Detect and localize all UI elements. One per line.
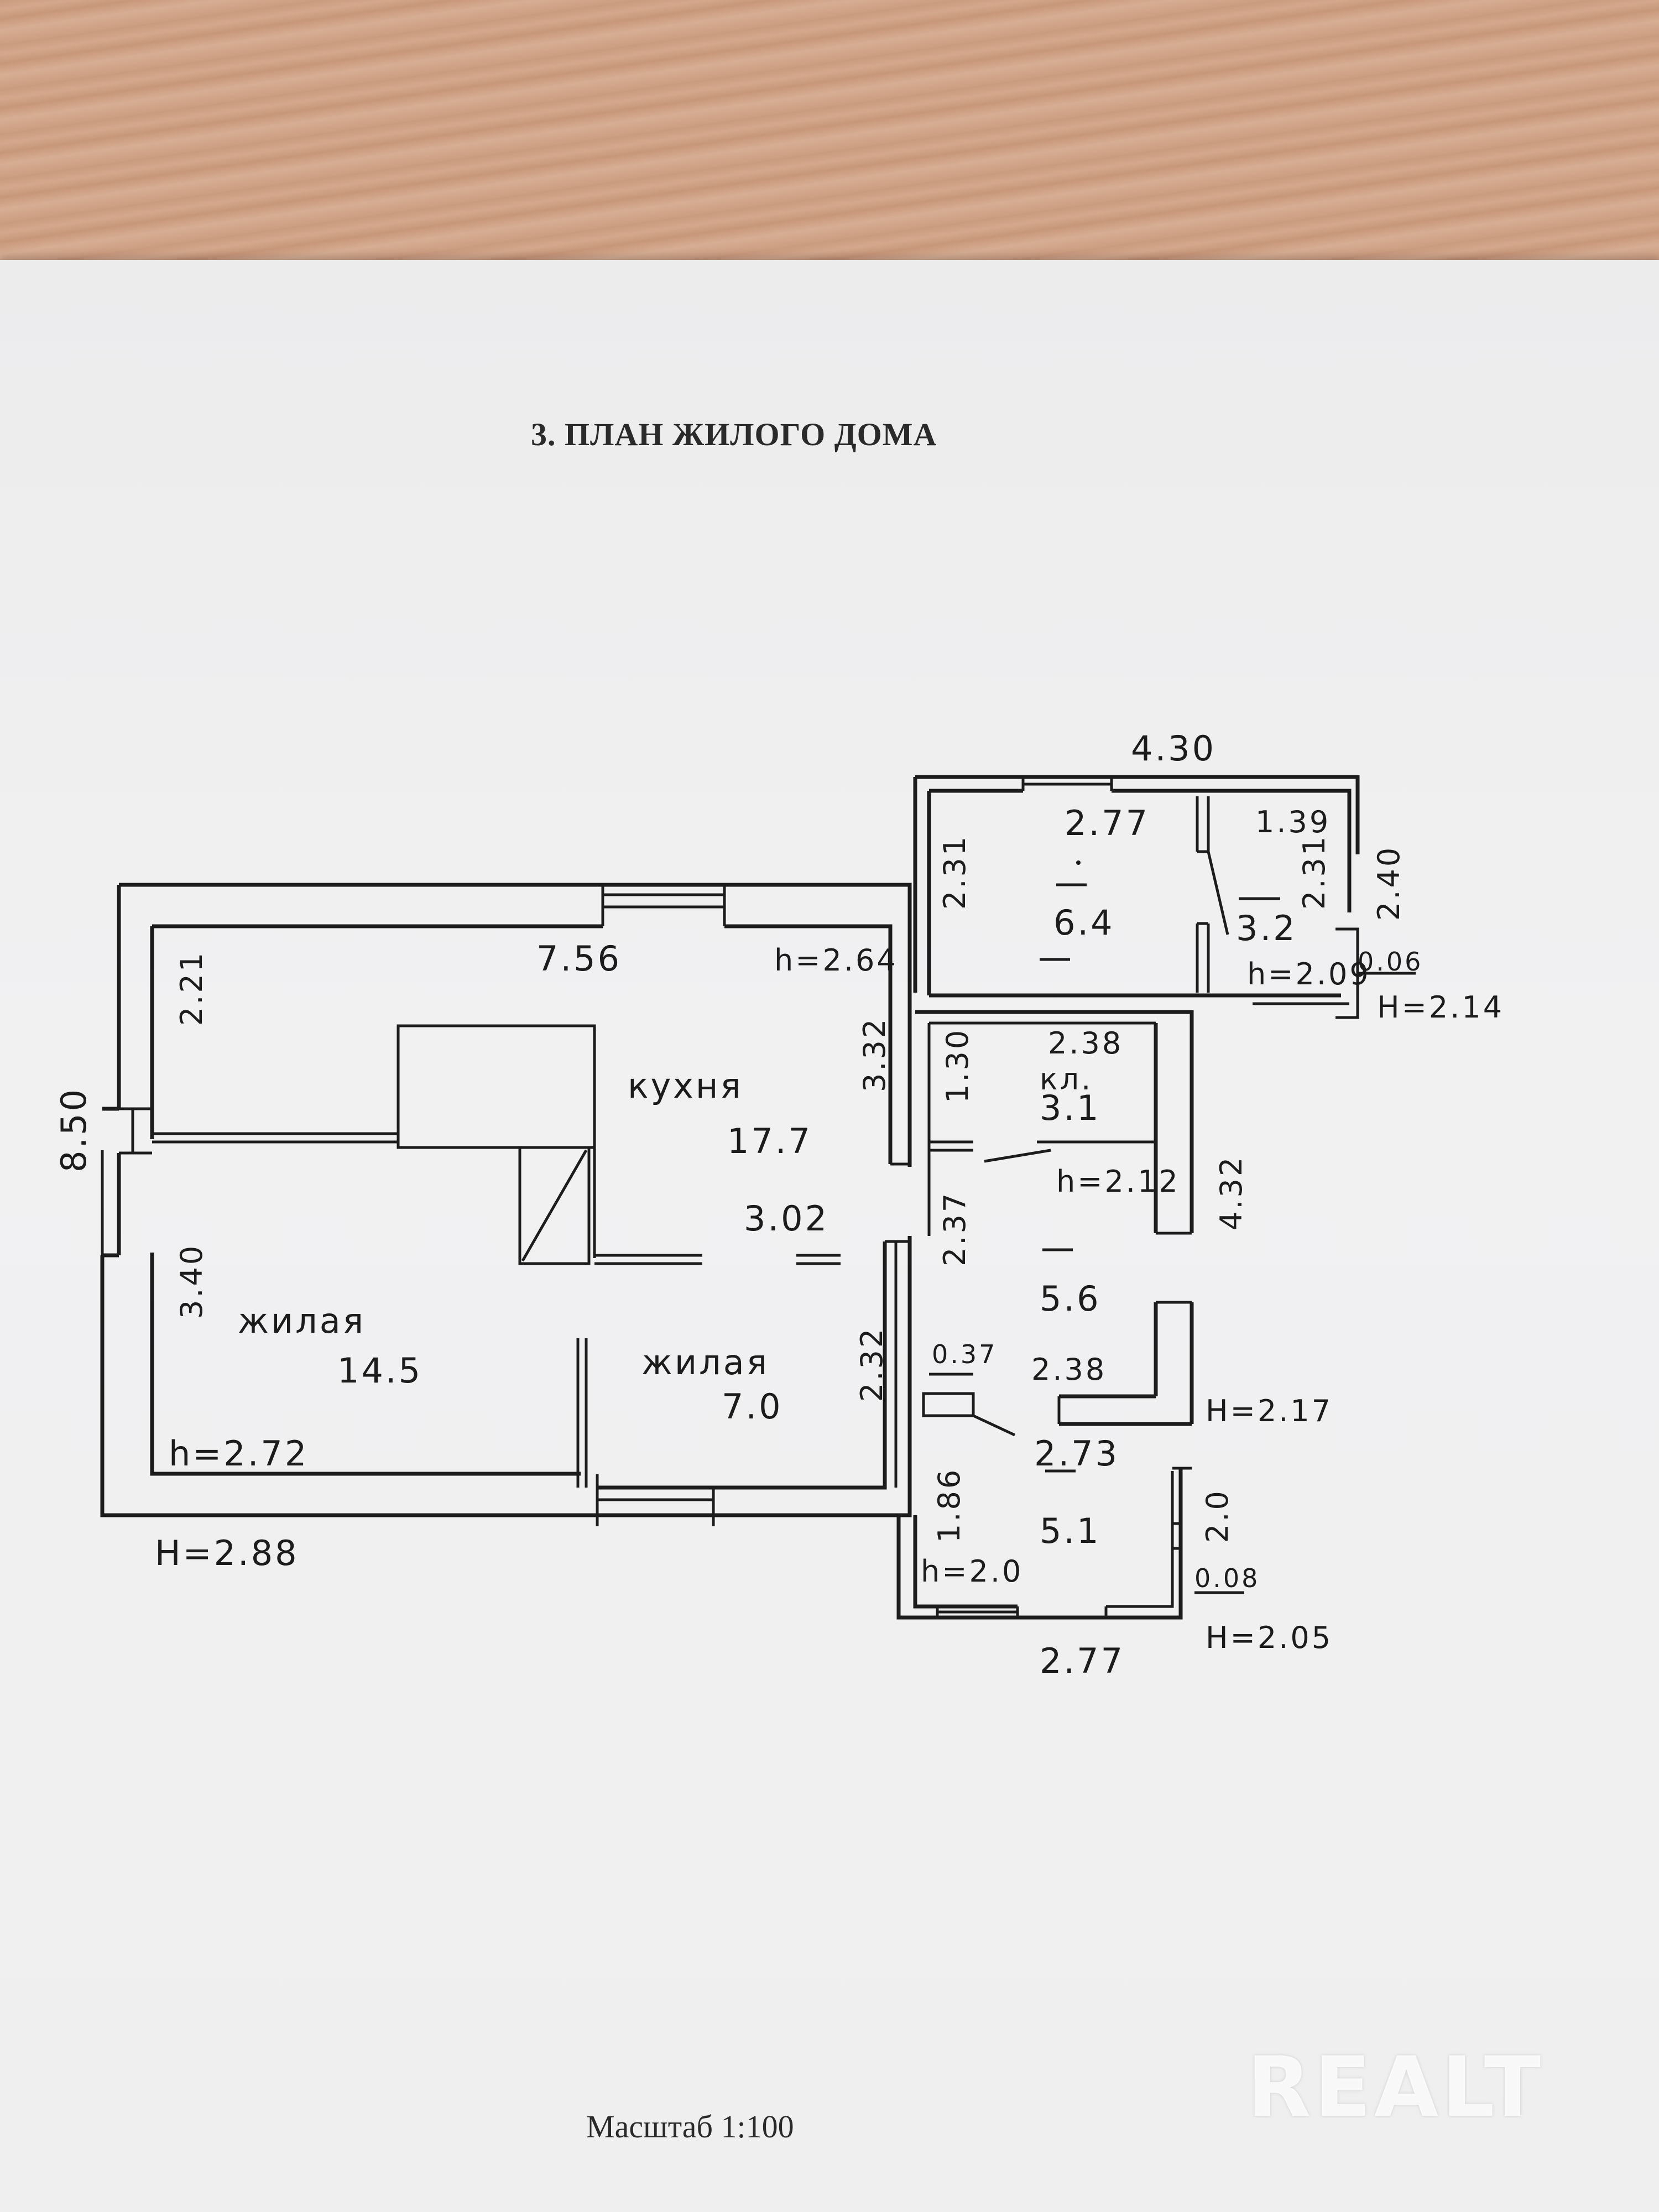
dim-ext-closet-width: 1.39 — [1255, 805, 1331, 839]
room-pantry-area: 3.1 — [1040, 1088, 1101, 1128]
height-porch-outer: H=2.05 — [1206, 1620, 1333, 1655]
dim-kitchen-right: 3.32 — [857, 1017, 892, 1092]
room-living-large-name: жилая — [238, 1301, 366, 1341]
dim-main-top: 7.56 — [536, 938, 622, 979]
dim-right-side: 4.32 — [1214, 1155, 1249, 1230]
dim-ext-offset: 0.06 — [1358, 947, 1423, 977]
room-living-large-area: 14.5 — [337, 1350, 422, 1391]
dim-living-small-right: 2.32 — [854, 1327, 889, 1402]
area-marks — [1040, 860, 1416, 1594]
dim-porch-right: 2.0 — [1200, 1489, 1235, 1543]
room-labels: кухня 17.7 жилая 14.5 жилая 7.0 6.4 3.2 … — [238, 902, 1297, 1551]
scale-label: Масштаб 1:100 — [586, 2109, 794, 2145]
room-kitchen-area: 17.7 — [727, 1121, 812, 1161]
height-kitchen: h=2.64 — [774, 943, 898, 978]
dim-ext-inner: 2.31 — [1297, 834, 1332, 910]
table-surface — [0, 0, 1659, 265]
dim-porch-bottom: 2.77 — [1040, 1641, 1125, 1681]
dim-diag-width: 2.73 — [1034, 1433, 1119, 1474]
room-living-small-name: жилая — [641, 1342, 769, 1383]
dim-ext-right: 2.40 — [1371, 846, 1406, 921]
room-ext-closet-area: 3.2 — [1236, 908, 1297, 948]
height-pantry: h=2.12 — [1056, 1164, 1180, 1199]
main-block-walls — [100, 883, 912, 1526]
dim-left-lower: 3.40 — [174, 1244, 209, 1319]
dim-left-total: 8.50 — [54, 1087, 94, 1172]
dim-small-offset: 0.37 — [932, 1339, 997, 1369]
room-hall-area: 5.6 — [1040, 1279, 1101, 1319]
room-porch-area: 5.1 — [1040, 1511, 1101, 1551]
dim-porch-offset: 0.08 — [1194, 1563, 1260, 1593]
room-ext-room-area: 6.4 — [1053, 902, 1115, 943]
dim-ext-room-width: 2.77 — [1065, 803, 1150, 843]
room-kitchen-name: кухня — [628, 1066, 743, 1106]
height-ext-outer: H=2.14 — [1377, 990, 1504, 1025]
dim-left-upper: 2.21 — [174, 951, 209, 1026]
paper-sheet — [0, 260, 1659, 2212]
dim-hall-right-lower: 2.37 — [937, 1191, 972, 1266]
room-living-small-area: 7.0 — [722, 1386, 783, 1427]
watermark-logo: REALT — [1247, 2039, 1545, 2136]
height-living-large: h=2.72 — [169, 1433, 309, 1474]
dimension-labels: 4.30 7.56 8.50 2.21 3.40 3.32 3.02 2.37 … — [54, 728, 1423, 1681]
dim-pantry-left: 1.30 — [940, 1028, 975, 1103]
height-labels: h=2.64 h=2.09 H=2.14 h=2.12 H=2.17 h=2.7… — [155, 943, 1504, 1655]
right-block-walls — [896, 1010, 1194, 1620]
height-porch: h=2.0 — [921, 1554, 1023, 1589]
dim-pantry-top: 2.38 — [1048, 1026, 1123, 1061]
dim-hall-width: 2.38 — [1031, 1352, 1107, 1387]
dim-ext-left: 2.31 — [937, 834, 972, 910]
height-main-outer: H=2.88 — [155, 1533, 299, 1573]
dim-passage-width: 3.02 — [744, 1198, 829, 1239]
height-right-block: H=2.17 — [1206, 1394, 1333, 1428]
document-title: 3. ПЛАН ЖИЛОГО ДОМА — [531, 416, 937, 452]
height-ext-room: h=2.09 — [1247, 957, 1371, 992]
dim-top-extension: 4.30 — [1131, 728, 1216, 769]
dim-porch-left: 1.86 — [932, 1468, 967, 1543]
room-pantry-name: кл. — [1040, 1062, 1093, 1097]
